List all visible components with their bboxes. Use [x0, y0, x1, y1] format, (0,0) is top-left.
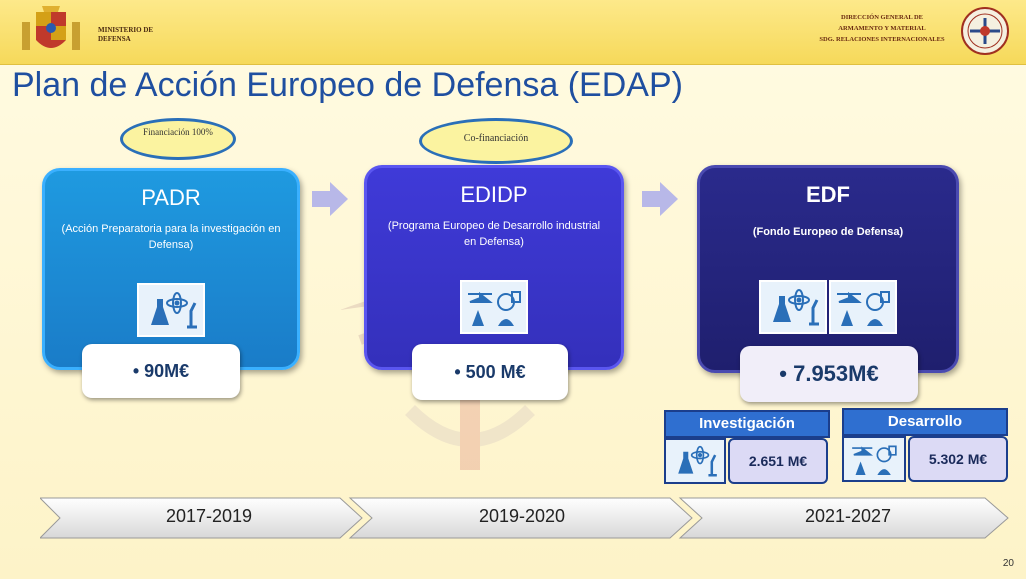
- dgam-emblem-icon: [961, 7, 1009, 55]
- amount-edf: • 7.953M€: [740, 346, 918, 402]
- research-icon: [664, 438, 726, 484]
- directorate-line-3: SDG. RELACIONES INTERNACIONALES: [819, 36, 945, 43]
- amount-edidp: • 500 M€: [412, 344, 568, 400]
- defense-industry-icon: [842, 436, 906, 482]
- header-bar: MINISTERIO DE DEFENSA DIRECCIÓN GENERAL …: [0, 0, 1026, 65]
- program-name: PADR: [141, 185, 201, 210]
- program-box-edf: EDF (Fondo Europeo de Defensa): [697, 165, 959, 373]
- research-icon: [137, 283, 205, 337]
- amount-padr: • 90M€: [82, 344, 240, 398]
- defense-industry-icon: [460, 280, 528, 334]
- program-box-edidp: EDIDP (Programa Europeo de Desarrollo in…: [364, 165, 624, 370]
- directorate-line-1: DIRECCIÓN GENERAL DE: [841, 14, 923, 21]
- slide-title: Plan de Acción Europeo de Defensa (EDAP): [12, 66, 683, 104]
- funding-oval-padr: Financiación 100%: [120, 118, 236, 160]
- breakdown-investigacion-label: Investigación: [664, 410, 830, 438]
- timeline-label-1: 2017-2019: [165, 506, 253, 526]
- directorate-text: DIRECCIÓN GENERAL DE ARMAMENTO Y MATERIA…: [812, 12, 952, 45]
- timeline-label-2: 2019-2020: [478, 506, 566, 526]
- timeline-segment-3: [678, 497, 1009, 539]
- program-description: (Acción Preparatoria para la investigaci…: [61, 223, 281, 251]
- program-name: EDIDP: [460, 182, 528, 207]
- program-icons: [45, 283, 297, 337]
- defense-industry-icon: [829, 280, 897, 334]
- timeline-label-3: 2021-2027: [804, 506, 892, 526]
- arrow-right-icon: [312, 182, 348, 216]
- breakdown-investigacion-value: 2.651 M€: [728, 438, 828, 484]
- research-icon: [759, 280, 827, 334]
- program-description: (Programa Europeo de Desarrollo industri…: [387, 220, 601, 248]
- arrow-right-icon: [642, 182, 678, 216]
- program-icons: [367, 280, 621, 334]
- timeline-segment-1: [40, 497, 363, 539]
- funding-oval-edidp: Co-financiación: [419, 118, 573, 164]
- directorate-line-2: ARMAMENTO Y MATERIAL: [838, 25, 926, 32]
- timeline-arrows: [40, 497, 1009, 539]
- program-box-padr: PADR (Acción Preparatoria para la invest…: [42, 168, 300, 370]
- page-number: 20: [1002, 558, 1014, 569]
- program-description: (Fondo Europeo de Defensa): [752, 226, 904, 238]
- breakdown-desarrollo-label: Desarrollo: [842, 408, 1008, 436]
- breakdown-desarrollo-value: 5.302 M€: [908, 436, 1008, 482]
- timeline-segment-2: [348, 497, 693, 539]
- ministry-name: MINISTERIO DE DEFENSA: [98, 26, 154, 43]
- coat-of-arms-icon: [22, 6, 80, 50]
- program-name: EDF: [806, 182, 850, 207]
- program-icons: [700, 280, 956, 334]
